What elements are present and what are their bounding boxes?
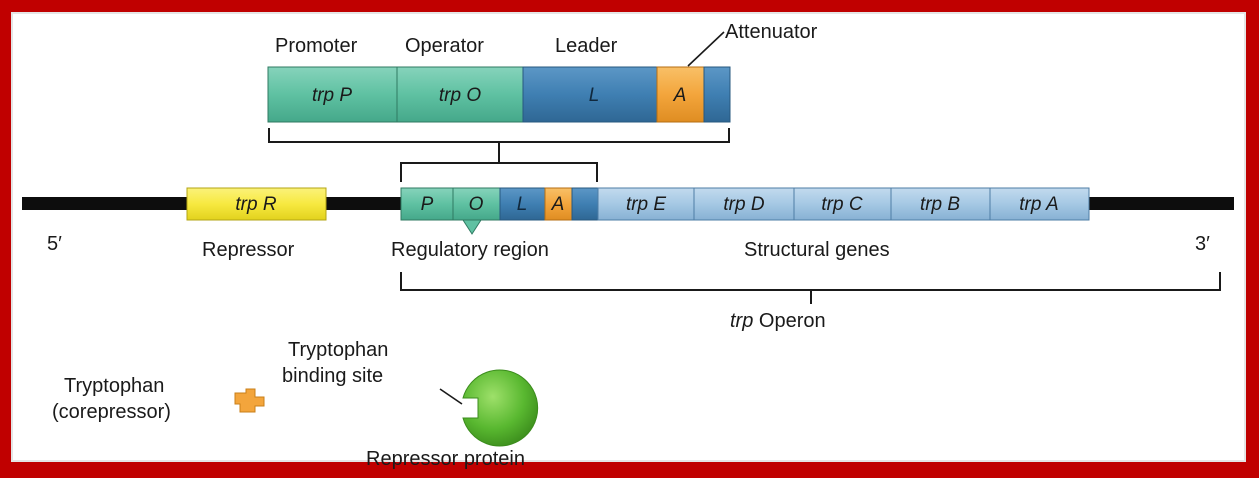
zoom-tail-block bbox=[703, 66, 731, 123]
promoter-label: Promoter bbox=[275, 35, 358, 57]
tryptophan-label-line2: (corepressor) bbox=[52, 401, 171, 423]
trp-e-label: trp E bbox=[626, 194, 666, 215]
regulatory-region-label: Regulatory region bbox=[391, 239, 549, 261]
attenuator-block bbox=[656, 66, 705, 123]
trp-a-label: trp A bbox=[1019, 194, 1058, 215]
operator-label: Operator bbox=[405, 35, 484, 57]
trp-r-label: trp R bbox=[235, 194, 276, 215]
attenuator-segment bbox=[544, 187, 573, 221]
operon-label: trp Operon bbox=[730, 310, 826, 332]
operator-marker bbox=[462, 219, 482, 235]
leader-block bbox=[522, 66, 658, 123]
trp-d-gene bbox=[693, 187, 795, 221]
trp-p-label: trp P bbox=[312, 85, 352, 106]
zoom-bracket bbox=[268, 128, 730, 143]
trp-o-label: trp O bbox=[439, 85, 481, 106]
trp-a-gene bbox=[989, 187, 1090, 221]
leader-segment-label: L bbox=[517, 194, 528, 215]
attenuator-block-label: A bbox=[673, 85, 687, 106]
trp-b-gene bbox=[890, 187, 991, 221]
trp-b-label: trp B bbox=[920, 194, 960, 215]
regulatory-bracket bbox=[400, 162, 598, 182]
trp-p-block bbox=[267, 66, 398, 123]
binding-site-pointer bbox=[439, 388, 463, 405]
binding-site-label-line2: binding site bbox=[282, 365, 383, 387]
tryptophan-label-line1: Tryptophan bbox=[64, 375, 164, 397]
leader-block-label: L bbox=[589, 85, 600, 106]
binding-site-label-line1: Tryptophan bbox=[288, 339, 388, 361]
operon-label-italic: trp bbox=[730, 310, 753, 332]
promoter-segment-label: P bbox=[421, 194, 434, 215]
leader-tail-segment bbox=[571, 187, 599, 221]
three-prime-label: 3′ bbox=[1195, 233, 1210, 255]
attenuator-pointer bbox=[687, 31, 725, 67]
trp-o-block bbox=[396, 66, 524, 123]
structural-genes-label: Structural genes bbox=[744, 239, 890, 261]
repressor-protein-icon bbox=[462, 369, 539, 447]
repressor-label: Repressor bbox=[202, 239, 295, 261]
operon-label-rest: Operon bbox=[753, 310, 825, 332]
leader-label: Leader bbox=[555, 35, 618, 57]
trp-r-gene bbox=[186, 187, 327, 221]
attenuator-segment-label: A bbox=[551, 194, 565, 215]
promoter-segment bbox=[400, 187, 454, 221]
trp-d-label: trp D bbox=[723, 194, 764, 215]
attenuator-label: Attenuator bbox=[725, 21, 818, 43]
operator-segment-label: O bbox=[469, 194, 484, 215]
tryptophan-molecule-icon bbox=[234, 388, 265, 413]
repressor-protein-label: Repressor protein bbox=[366, 448, 525, 470]
five-prime-label: 5′ bbox=[47, 233, 62, 255]
trp-c-label: trp C bbox=[821, 194, 862, 215]
operon-bracket bbox=[400, 272, 1221, 291]
